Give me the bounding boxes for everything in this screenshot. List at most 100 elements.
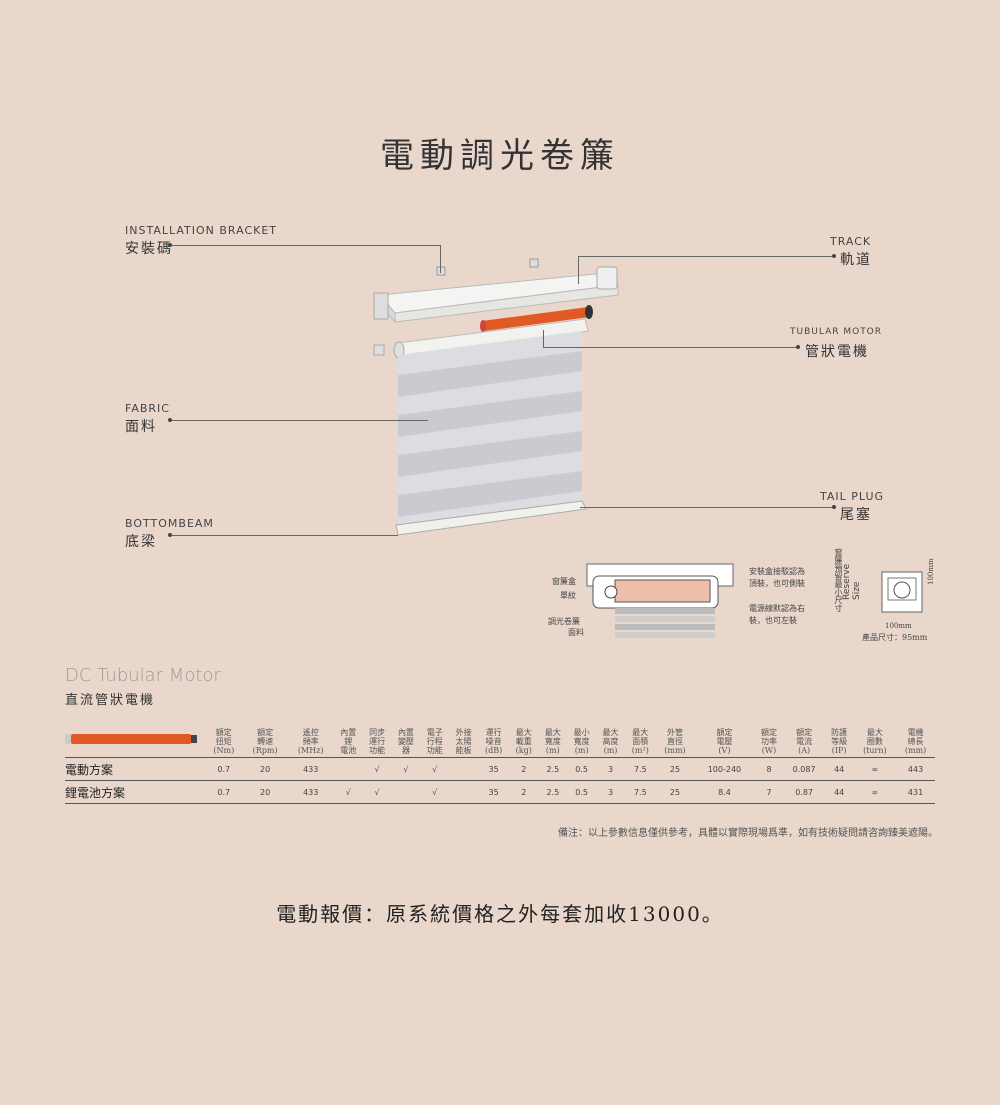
- table-cell: √: [374, 787, 380, 797]
- column-header: 最大高度(m): [596, 726, 625, 758]
- table-cell: 0.087: [792, 764, 816, 774]
- motor-image: [65, 734, 197, 744]
- table-cell: 0.7: [217, 787, 231, 797]
- column-header: 電機總長(mm): [896, 726, 935, 758]
- table-cell: 44: [834, 787, 845, 797]
- fabric: [398, 331, 582, 527]
- column-header-line: 高度: [602, 737, 619, 746]
- column-header-line: 功率: [761, 737, 778, 746]
- column-header: 額定轉速(Rpm): [243, 726, 288, 758]
- leader-dot: [168, 533, 172, 537]
- table-cell: [334, 758, 363, 781]
- column-header: 電子行程功能: [420, 726, 449, 758]
- table-cell: √: [345, 787, 351, 797]
- column-header-line: 額定: [796, 728, 813, 737]
- column-header-line: 扭矩: [215, 737, 232, 746]
- column-header: 防護等級(IP): [825, 726, 854, 758]
- table-cell: 433: [303, 787, 319, 797]
- table-cell: √: [432, 764, 438, 774]
- installation-bracket-label-zh: 安裝碼: [125, 241, 173, 257]
- column-header: 外管直徑(mm): [656, 726, 695, 758]
- column-header-line: 面積: [632, 737, 649, 746]
- table-cell: 35: [488, 764, 499, 774]
- column-header: 最大圈數(turn): [854, 726, 897, 758]
- reserve-dim-w: 100mm: [885, 622, 912, 630]
- table-cell: ∞: [871, 787, 879, 797]
- column-header: 額定電壓(V): [694, 726, 754, 758]
- leader-line: [580, 507, 834, 508]
- table-cell: 8: [766, 764, 772, 774]
- column-header-line: 太陽: [455, 737, 472, 746]
- bottombeam-label-en: BOTTOMBEAM: [125, 517, 214, 530]
- leader-line: [543, 330, 544, 347]
- column-header-line: (turn): [863, 746, 887, 755]
- note-right-1b: 頂裝，也可側裝: [749, 579, 805, 588]
- column-header-line: 額定: [215, 728, 232, 737]
- column-header: 最小寬度(m): [567, 726, 596, 758]
- leader-line: [170, 245, 440, 246]
- leader-line: [170, 535, 398, 536]
- column-header: 額定功率(W): [755, 726, 784, 758]
- column-header-line: 電壓: [716, 737, 733, 746]
- column-header-line: (MHz): [297, 746, 324, 755]
- table-cell: 3: [607, 764, 614, 774]
- table-cell: 2: [521, 787, 527, 797]
- table-cell: 0.5: [575, 764, 589, 774]
- reserve-dim-h: 100mm: [927, 558, 935, 585]
- table-header-row: 額定扭矩(Nm)額定轉速(Rpm)遙控頻率(MHz)內置鋰電池同步運行功能內置變…: [65, 726, 935, 758]
- table-cell: 0.7: [217, 764, 231, 774]
- track-label-en: TRACK: [830, 235, 872, 248]
- leader-line: [578, 256, 834, 257]
- column-header: 運行噪音(dB): [478, 726, 509, 758]
- column-header-line: 運行: [369, 737, 386, 746]
- blind-fabric-label-2: 面料: [568, 628, 584, 637]
- column-header-line: (V): [718, 746, 731, 755]
- reserve-en-2: Size: [852, 581, 862, 600]
- note-right-2b: 裝，也可左裝: [749, 616, 797, 625]
- note-right-2a: 電源線默認為右: [749, 604, 805, 613]
- table-cell: √: [374, 764, 380, 774]
- table-cell: 2.5: [546, 764, 560, 774]
- table-cell: 0.87: [795, 787, 813, 797]
- leader-dot: [832, 505, 836, 509]
- table-cell: 0.5: [575, 787, 589, 797]
- column-header-line: 額定: [257, 728, 274, 737]
- column-header-line: 最小: [573, 728, 590, 737]
- table-cell: [449, 781, 478, 804]
- column-header-line: 功能: [426, 746, 443, 755]
- column-header: 內置鋰電池: [334, 726, 363, 758]
- column-header-line: 電流: [796, 737, 813, 746]
- motor-title-en: DC Tubular Motor: [65, 665, 221, 686]
- column-header-line: 電機: [907, 728, 924, 737]
- column-header: 額定電流(A): [783, 726, 824, 758]
- page-title: 電動調光卷簾: [380, 136, 620, 176]
- roller-tube: [373, 318, 589, 359]
- column-header-line: 同步: [369, 728, 386, 737]
- column-header: 最大寬度(m): [538, 726, 567, 758]
- column-header: 同步運行功能: [363, 726, 392, 758]
- blind-illustration: [373, 258, 620, 536]
- column-header-line: (W): [761, 746, 777, 755]
- table-cell: 7: [766, 787, 772, 797]
- column-header-line: (kg): [515, 746, 532, 755]
- table-cell: √: [403, 764, 409, 774]
- column-header-line: 遙控: [302, 728, 319, 737]
- column-header-line: 額定: [716, 728, 733, 737]
- row-name: 電動方案: [65, 762, 114, 777]
- column-header-line: 總長: [907, 737, 924, 746]
- row-name: 鋰電池方案: [65, 785, 126, 800]
- bracket-left: [436, 266, 446, 276]
- column-header-line: 頻率: [302, 737, 319, 746]
- price-note: 電動報價：原系統價格之外每套加收13000。: [276, 902, 724, 926]
- column-header-line: 最大: [632, 728, 649, 737]
- column-header-line: 噪音: [485, 737, 502, 746]
- reserve-en-1: Reserve: [842, 563, 852, 600]
- table-cell: 3: [607, 787, 614, 797]
- column-header-line: 運行: [485, 728, 502, 737]
- curtain-box-label: 窗簾盒: [552, 577, 576, 586]
- column-header-line: 行程: [426, 737, 443, 746]
- column-header-line: 防護: [831, 728, 848, 737]
- column-header-line: 鋰: [344, 737, 353, 746]
- table-cell: [392, 781, 421, 804]
